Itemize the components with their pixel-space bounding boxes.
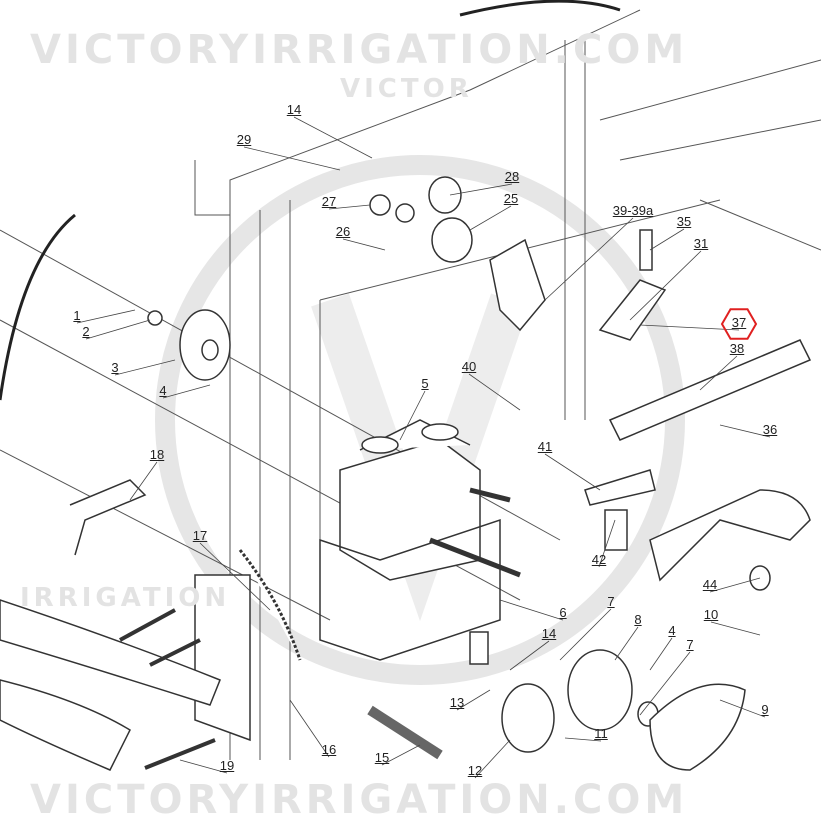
leader-line <box>629 250 702 321</box>
leader-line <box>456 689 491 711</box>
callout-part-26[interactable]: 26 <box>335 224 351 239</box>
callout-part-2[interactable]: 2 <box>82 324 90 339</box>
callout-part-12[interactable]: 12 <box>467 763 483 778</box>
callout-part-31[interactable]: 31 <box>693 236 709 251</box>
highlight-hexagon <box>720 308 758 340</box>
callout-part-38[interactable]: 38 <box>729 341 745 356</box>
leader-line <box>76 309 136 324</box>
callout-part-28[interactable]: 28 <box>504 169 520 184</box>
leader-line <box>719 699 766 718</box>
leader-line <box>468 373 521 411</box>
callout-part-29[interactable]: 29 <box>236 132 252 147</box>
watermark-bottom: VICTORYIRRIGATION.COM <box>30 777 689 821</box>
leader-line <box>649 637 673 671</box>
callout-part-39-39a[interactable]: 39-39a <box>612 203 654 218</box>
leader-line <box>114 359 176 376</box>
callout-part-35[interactable]: 35 <box>676 214 692 229</box>
callout-part-15[interactable]: 15 <box>374 750 390 765</box>
leader-line <box>199 542 271 611</box>
linkage <box>0 229 812 771</box>
leader-line <box>328 204 371 210</box>
callout-part-7[interactable]: 7 <box>686 637 694 652</box>
leader-line <box>399 390 426 441</box>
leader-line <box>289 699 330 758</box>
callout-part-7[interactable]: 7 <box>607 594 615 609</box>
leader-line <box>639 651 691 716</box>
callout-part-14[interactable]: 14 <box>286 102 302 117</box>
callout-part-40[interactable]: 40 <box>461 359 477 374</box>
callout-part-9[interactable]: 9 <box>761 702 769 717</box>
callout-part-1[interactable]: 1 <box>73 308 81 323</box>
leader-line <box>544 453 601 491</box>
callout-part-6[interactable]: 6 <box>559 605 567 620</box>
callout-part-18[interactable]: 18 <box>149 447 165 462</box>
leader-line <box>649 228 685 251</box>
leader-line <box>381 744 421 766</box>
callout-part-13[interactable]: 13 <box>449 695 465 710</box>
leader-line <box>509 640 550 671</box>
callout-part-36[interactable]: 36 <box>762 422 778 437</box>
watermark-circle-bottom: IRRIGATION <box>20 583 231 613</box>
callout-part-8[interactable]: 8 <box>634 612 642 627</box>
leader-line <box>639 324 740 331</box>
callout-part-10[interactable]: 10 <box>703 607 719 622</box>
leader-line <box>710 621 761 636</box>
leader-line <box>719 424 771 438</box>
callout-part-25[interactable]: 25 <box>503 191 519 206</box>
leader-line <box>469 205 512 231</box>
callout-part-11[interactable]: 11 <box>594 726 608 741</box>
callout-part-17[interactable]: 17 <box>192 528 208 543</box>
leader-line <box>162 384 211 399</box>
callout-part-5[interactable]: 5 <box>421 376 429 391</box>
leader-line <box>293 116 373 159</box>
callout-part-4[interactable]: 4 <box>159 383 167 398</box>
callout-part-37[interactable]: 37 <box>731 315 747 330</box>
pulley-parts <box>147 176 811 771</box>
callout-part-44[interactable]: 44 <box>702 577 718 592</box>
leader-line <box>564 737 602 742</box>
callout-part-27[interactable]: 27 <box>321 194 337 209</box>
leader-line <box>449 183 513 196</box>
callout-part-4[interactable]: 4 <box>668 623 676 638</box>
callout-part-14[interactable]: 14 <box>541 626 557 641</box>
watermark-circle <box>155 155 685 685</box>
leader-line <box>614 626 639 661</box>
callout-part-41[interactable]: 41 <box>537 439 553 454</box>
watermark-top: VICTORYIRRIGATION.COM <box>30 27 689 73</box>
leader-line <box>709 577 761 593</box>
watermark-circle-top: VICTOR <box>340 74 473 104</box>
leader-line <box>544 217 634 301</box>
callout-part-3[interactable]: 3 <box>111 360 119 375</box>
frame-lines <box>0 0 821 760</box>
leader-line <box>499 599 564 621</box>
callout-part-42[interactable]: 42 <box>591 552 607 567</box>
leader-line <box>129 461 158 501</box>
gearbox <box>319 419 521 661</box>
callout-part-16[interactable]: 16 <box>321 742 337 757</box>
leader-line <box>243 146 341 171</box>
leader-line <box>85 319 151 340</box>
leader-line <box>342 238 386 251</box>
leader-line <box>559 608 612 661</box>
leader-lines <box>76 116 771 779</box>
leader-line <box>179 759 228 774</box>
leader-line <box>598 519 616 568</box>
leader-line <box>474 739 511 779</box>
leader-line <box>699 355 738 391</box>
callout-part-19[interactable]: 19 <box>219 758 235 773</box>
